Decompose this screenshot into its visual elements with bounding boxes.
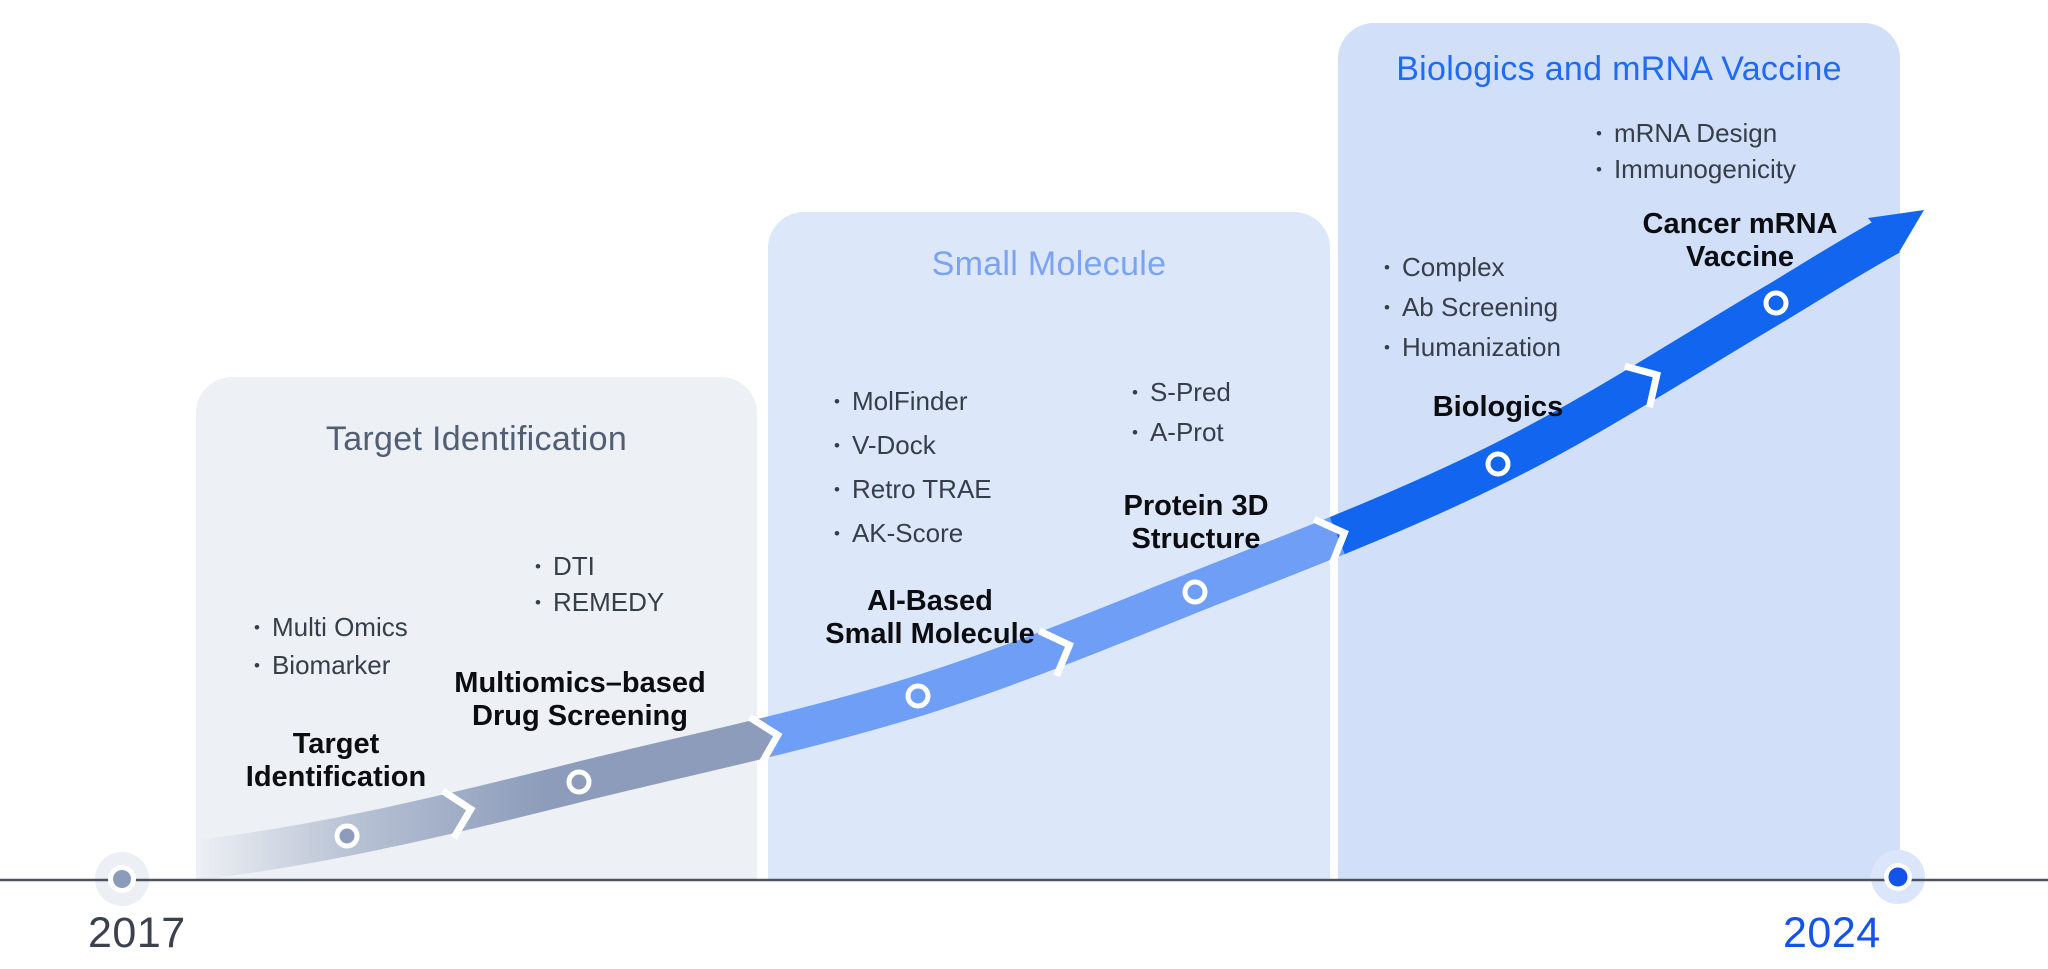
- milestone-line: Structure: [1131, 523, 1261, 555]
- panel-title-biologics-mrna-vaccine: Biologics and mRNA Vaccine: [1396, 50, 1842, 88]
- milestone-line: Target: [292, 728, 380, 760]
- milestone-label-biologics: Biologics: [1328, 391, 1668, 424]
- milestone-dot: [905, 683, 931, 709]
- bullet-item: Immunogenicity: [1596, 153, 1796, 189]
- milestone-label-target-identification: Target Identification: [166, 728, 506, 794]
- milestone-dot: [1763, 290, 1789, 316]
- arrow-segment-gray: [194, 717, 775, 880]
- milestone-label-cancer-mrna-vaccine: Cancer mRNA Vaccine: [1570, 208, 1910, 274]
- arrow-segment-darkblue: [1329, 217, 1900, 555]
- bullet-item: S-Pred: [1132, 374, 1231, 414]
- arrow-segment-blue: [765, 517, 1345, 756]
- milestone-line: Identification: [245, 761, 427, 793]
- milestone-dot: [334, 823, 360, 849]
- milestone-dots: [334, 290, 1789, 849]
- milestone-label-multiomics-drug-screening: Multiomics–based Drug Screening: [410, 667, 750, 733]
- bullet-item: mRNA Design: [1596, 117, 1796, 153]
- bullet-item: Complex: [1384, 249, 1561, 289]
- bullet-group-target-identification: Multi Omics Biomarker: [254, 610, 408, 686]
- chevron-gaps: [441, 362, 1662, 840]
- timeline-start-year-label: 2017: [88, 909, 186, 957]
- milestone-line: AI-Based: [867, 585, 993, 617]
- chevron-icon: [1037, 627, 1074, 678]
- bullet-item: Humanization: [1384, 329, 1561, 369]
- milestone-line: Protein 3D: [1123, 490, 1269, 522]
- bullet-item: Retro TRAE: [834, 469, 992, 513]
- bullet-group-ai-small-molecule: MolFinder V-Dock Retro TRAE AK-Score: [834, 381, 992, 557]
- bullet-item: MolFinder: [834, 381, 992, 425]
- bullet-item: A-Prot: [1132, 414, 1231, 454]
- timeline-end-year-label: 2024: [1783, 909, 1881, 957]
- arrowhead-icon: [1868, 210, 1924, 254]
- milestone-label-ai-based-small-molecule: AI-Based Small Molecule: [760, 585, 1100, 651]
- milestone-line: Drug Screening: [472, 700, 688, 732]
- chevron-icon: [441, 788, 476, 840]
- bullet-group-drug-screening: DTI REMEDY: [535, 550, 664, 622]
- milestone-line: Vaccine: [1685, 241, 1795, 273]
- bullet-group-protein-structure: S-Pred A-Prot: [1132, 374, 1231, 454]
- milestone-line: Multiomics–based: [454, 667, 706, 699]
- milestone-dot: [566, 769, 592, 795]
- panel-title-target-identification: Target Identification: [325, 420, 628, 458]
- chevron-icon: [747, 714, 783, 766]
- milestone-line: Biologics: [1432, 391, 1564, 423]
- bullet-item: AK-Score: [834, 513, 992, 557]
- bullet-group-mrna-vaccine: mRNA Design Immunogenicity: [1596, 117, 1796, 189]
- milestone-line: Cancer mRNA: [1642, 208, 1838, 240]
- bullet-item: REMEDY: [535, 586, 664, 622]
- timeline-start-dot: [113, 870, 131, 888]
- milestone-dot: [1485, 451, 1511, 477]
- bullet-group-biologics: Complex Ab Screening Humanization: [1384, 249, 1561, 369]
- milestone-label-protein-3d-structure: Protein 3D Structure: [1026, 490, 1366, 556]
- bullet-item: DTI: [535, 550, 664, 586]
- panel-title-small-molecule: Small Molecule: [931, 245, 1167, 283]
- bullet-item: Multi Omics: [254, 610, 408, 648]
- chevron-icon: [1312, 516, 1349, 566]
- bullet-item: Ab Screening: [1384, 289, 1561, 329]
- timeline-end-dot: [1888, 867, 1908, 887]
- bullet-item: V-Dock: [834, 425, 992, 469]
- chevron-icon: [1623, 362, 1662, 409]
- milestone-line: Small Molecule: [825, 618, 1035, 650]
- milestone-dot: [1182, 579, 1208, 605]
- bullet-item: Biomarker: [254, 648, 408, 686]
